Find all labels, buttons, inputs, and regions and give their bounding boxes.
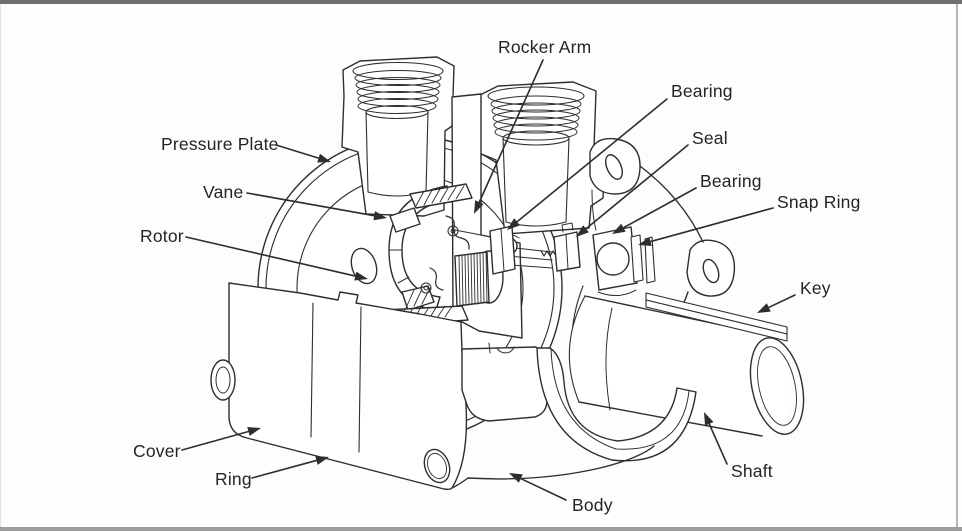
arrowhead-pressure-plate (317, 153, 331, 163)
arrowhead-bearing-lower (612, 223, 626, 234)
shaft-end-cap (749, 337, 805, 435)
leader-snap-ring (649, 207, 774, 243)
disc-hole-low (350, 247, 378, 285)
port-left-threads (354, 70, 442, 114)
port-right (478, 81, 606, 235)
arrowhead-vane (373, 211, 387, 221)
vane-wedge (389, 207, 421, 233)
rotor-assembly (388, 183, 504, 311)
snap-ring-bar-2 (644, 236, 656, 284)
leader-shaft (708, 423, 728, 465)
bearing-ball (596, 242, 630, 276)
arrowhead-seal (576, 225, 589, 237)
arrowhead-ring (315, 455, 329, 465)
flange-ear-top (589, 137, 641, 195)
seal-spring (540, 250, 557, 257)
arrowhead-shaft (704, 412, 714, 426)
leader-rocker-arm (478, 59, 544, 203)
shaft-shoulder (605, 307, 613, 411)
bearing-cluster (489, 222, 656, 296)
arrowhead-snap-ring (638, 237, 652, 247)
arrowhead-body (509, 473, 523, 483)
cover-ring-split (310, 302, 314, 438)
snap-ring-bar (630, 234, 644, 283)
leader-cover (181, 430, 250, 451)
frame-right-edge (956, 4, 958, 527)
body-cut-face (461, 342, 548, 422)
rocker-arm-shape-low (429, 267, 444, 291)
port-right-threads (490, 95, 582, 141)
rocker-arm-shape-top (445, 215, 470, 250)
flange-hole-top (605, 154, 623, 180)
port-left (341, 56, 455, 217)
leader-seal (585, 144, 689, 230)
flange-ear-right (686, 239, 736, 297)
bell-saddle (536, 347, 697, 462)
key-strip (645, 292, 788, 342)
frame-bottom-edge (0, 527, 962, 531)
ring-body-split (358, 306, 362, 453)
arrowhead-bearing-upper (507, 218, 520, 230)
leader-vane (246, 192, 376, 217)
leader-ring (251, 459, 318, 479)
frame-top-edge (0, 0, 962, 4)
arrowhead-cover (247, 427, 261, 436)
leader-bearing-lower (622, 187, 697, 229)
callout-leaders (181, 59, 796, 501)
leader-key (767, 294, 796, 309)
block-bolt-hole (423, 448, 451, 484)
mounting-flange (571, 137, 736, 403)
arrowhead-rotor (354, 271, 368, 281)
leader-bearing-upper (516, 98, 668, 223)
frame-left-edge (0, 4, 1, 527)
leader-rotor (185, 236, 357, 277)
arrowhead-key (757, 303, 771, 313)
arrowhead-rocker-arm (474, 200, 484, 214)
leader-body (519, 477, 567, 501)
hub-splines (458, 251, 488, 306)
body-foot (451, 445, 655, 489)
flange-hole-right (702, 258, 720, 284)
side-plug (210, 359, 236, 401)
leader-pressure-plate (275, 144, 320, 159)
